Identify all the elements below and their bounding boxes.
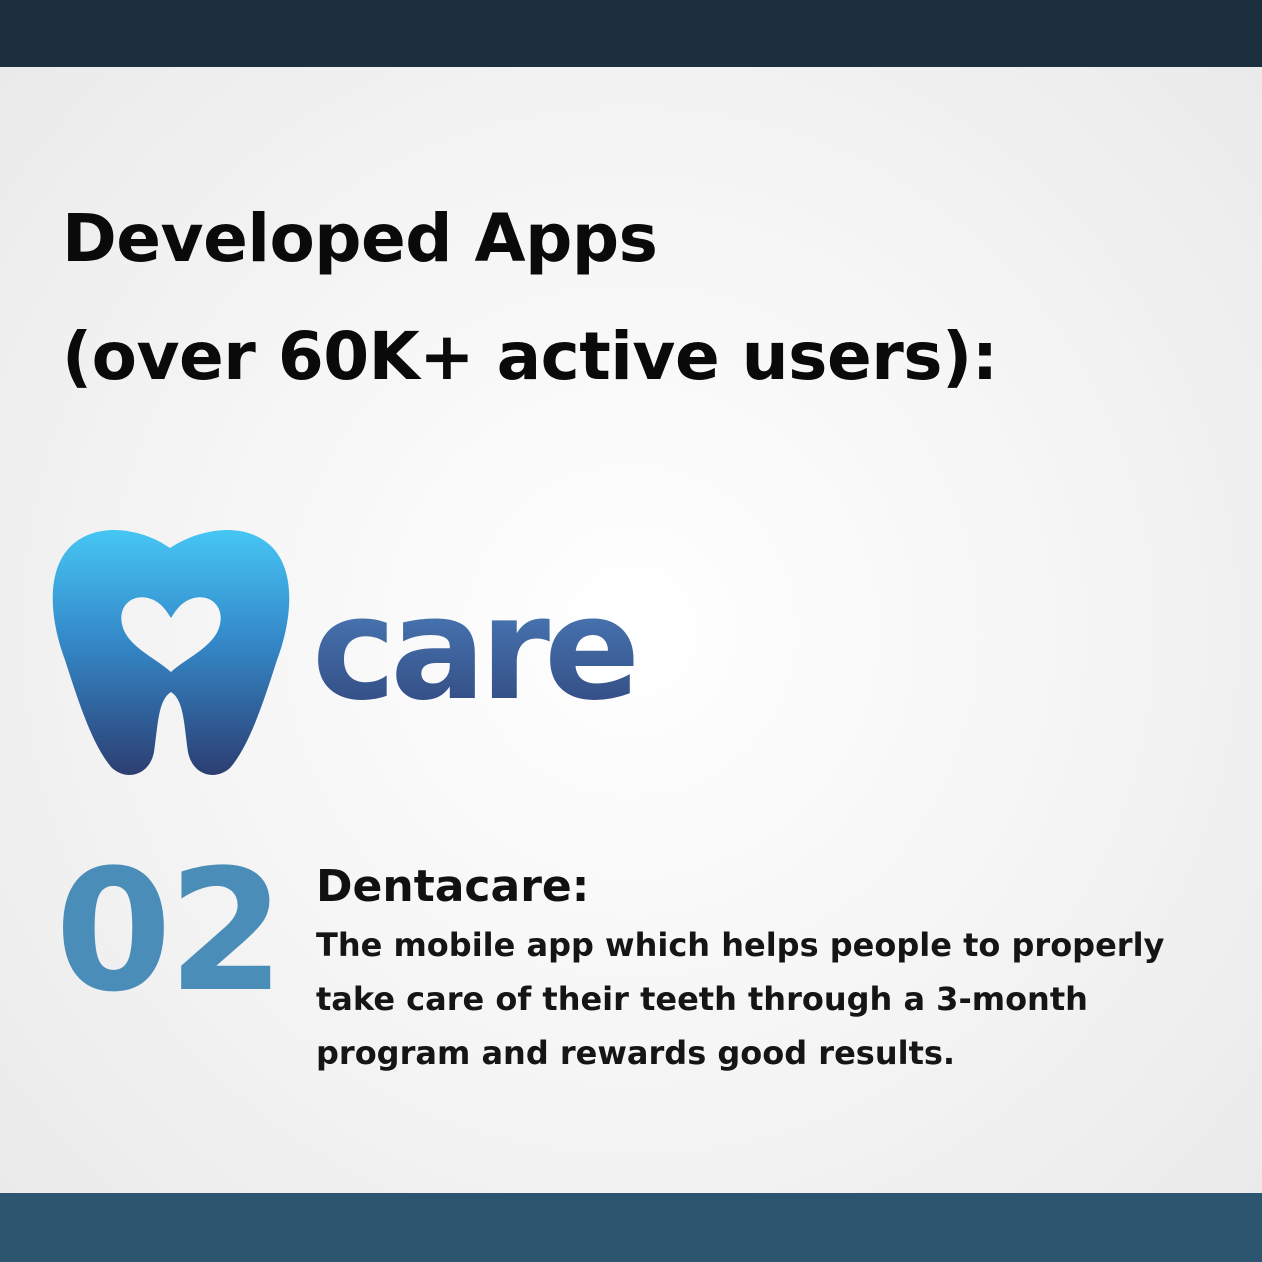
app-description-line-1: The mobile app which helps people to pro… [316,926,1165,964]
app-logo: care [52,530,640,775]
top-bar [0,0,1262,67]
app-name: Dentacare: [316,861,590,912]
tooth-heart-icon [52,530,290,775]
page-title-line-1: Developed Apps [62,200,658,277]
care-wordmark: care [312,567,634,732]
bottom-bar [0,1193,1262,1262]
page-title-line-2: (over 60K+ active users): [62,318,998,395]
app-number: 02 [55,833,285,1029]
app-description-line-3: program and rewards good results. [316,1034,956,1072]
app-description: The mobile app which helps people to pro… [316,918,1236,1080]
app-description-line-2: take care of their teeth through a 3-mon… [316,980,1088,1018]
page-title: Developed Apps (over 60K+ active users): [62,180,1212,416]
